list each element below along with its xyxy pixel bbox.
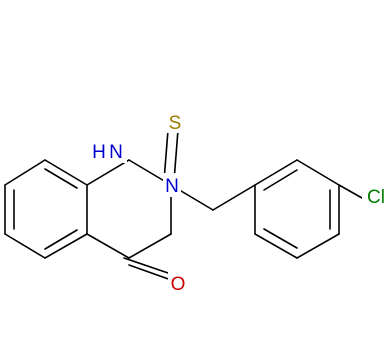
bond-c4-c4a — [86, 233, 130, 259]
bond-ar-inner-bottom — [263, 228, 298, 249]
bond-ar-2 — [254, 159, 298, 186]
bond-n3-c4 — [128, 233, 172, 259]
bond-c2-s-b — [173, 129, 179, 182]
bond-ar-inner-top — [263, 169, 298, 191]
bond-c4-o-b — [128, 264, 175, 282]
atom-o: O — [168, 271, 188, 295]
atom-cl: Cl — [362, 184, 390, 208]
bond-c8a-n1 — [86, 159, 130, 186]
bond-inner-top — [44, 168, 78, 189]
bond-c4-o-a — [123, 257, 172, 275]
atom-n3: N — [163, 173, 181, 197]
atom-n1h: H N — [89, 137, 127, 163]
atom-label-n1: N — [109, 142, 123, 163]
atom-label-n3: N — [165, 176, 179, 197]
bond-c8-c7 — [4, 159, 46, 186]
bond-ar-1 — [212, 184, 256, 211]
atom-label-s: S — [169, 113, 182, 134]
atom-s: S — [167, 111, 183, 134]
atom-label-h: H — [92, 142, 106, 163]
bond-c-cl — [338, 184, 363, 199]
bond-ar-5 — [296, 233, 340, 259]
bond-c2-s-a — [163, 129, 169, 182]
bond-ar-3 — [296, 159, 340, 186]
atom-labels: S H N N O Cl — [89, 111, 390, 295]
bond-c6-c5 — [4, 233, 46, 259]
bond-c5-c4a — [44, 233, 88, 259]
atom-label-o: O — [171, 274, 186, 295]
bond-c8a-c8 — [44, 159, 88, 186]
bond-ar-6 — [254, 233, 298, 259]
atom-label-cl: Cl — [367, 187, 385, 208]
bond-inner-bottom — [44, 229, 78, 250]
bonds — [4, 129, 363, 282]
